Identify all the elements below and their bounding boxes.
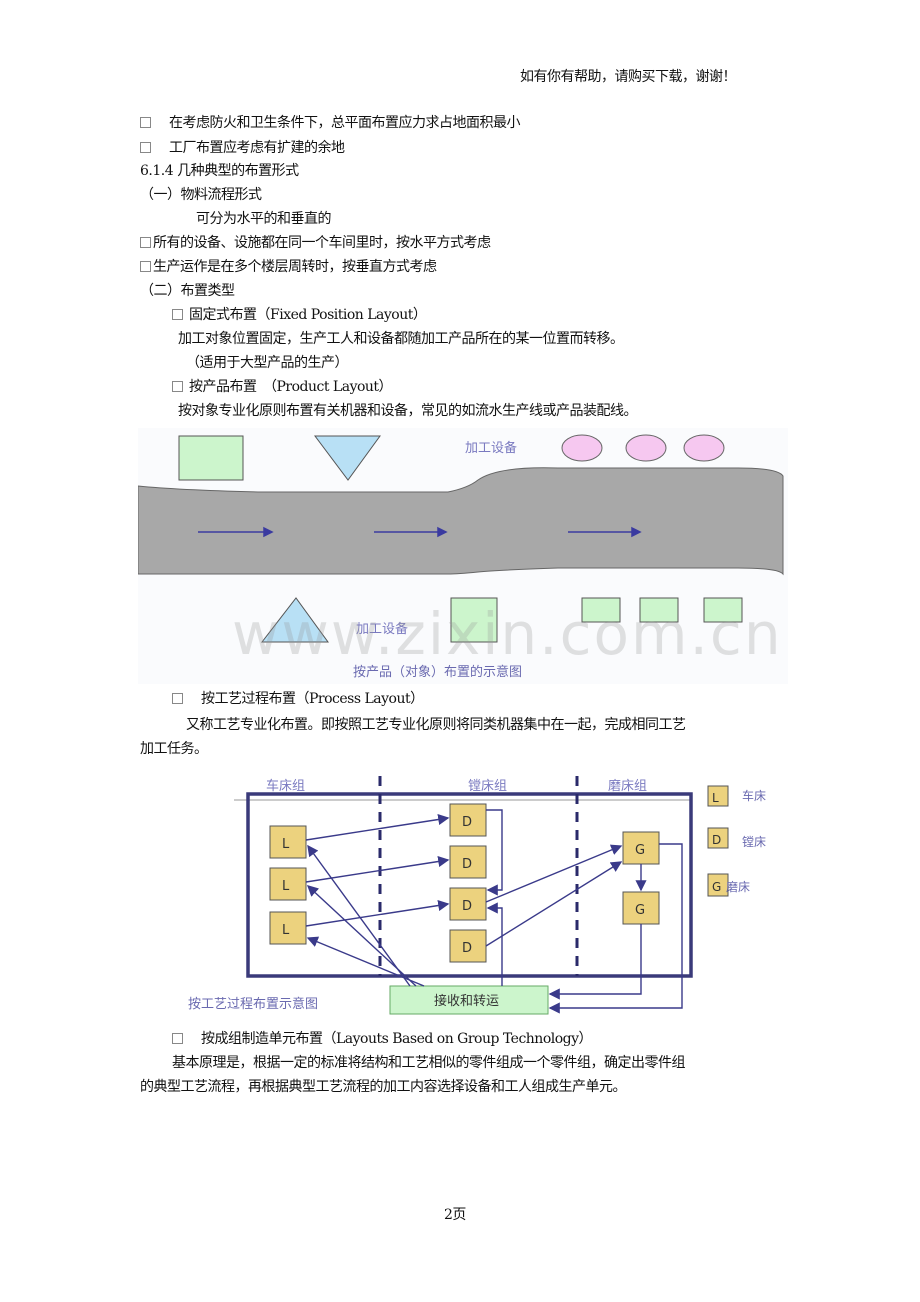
paragraph-line: 加工对象位置固定，生产工人和设备都随加工产品所在的某一位置而转移。 <box>178 331 624 347</box>
bullet-line-1: 在考虑防火和卫生条件下，总平面布置应力求占地面积最小 <box>140 114 521 132</box>
line-text: 工厂布置应考虑有扩建的余地 <box>169 140 345 156</box>
watermark: www.zixin.com.cn <box>232 600 783 668</box>
process-layout-diagram: 车床组 镗床组 磨床组 L L L D D D D G G 接收和转运 L 车床 <box>188 776 766 1015</box>
boring-machine: D <box>449 845 487 879</box>
svg-text:D: D <box>462 941 472 956</box>
legend-grinding: G 磨床 <box>707 873 750 897</box>
workshop-frame <box>246 792 693 978</box>
paragraph-line: 的典型工艺流程，再根据典型工艺流程的加工内容选择设备和工人组成生产单元。 <box>140 1079 627 1095</box>
line-text: 所有的设备、设施都在同一个车间里时，按水平方式考虑 <box>153 235 491 251</box>
grinding-machine: G <box>622 891 660 925</box>
flow-arrows <box>305 809 683 1014</box>
bullet-icon <box>172 693 183 704</box>
boring-machine: D <box>449 803 487 837</box>
line-text: 按工艺过程布置（Process Layout） <box>201 691 424 707</box>
svg-text:L: L <box>282 923 290 938</box>
paragraph-line: 基本原理是，根据一定的标准将结构和工艺相似的零件组成一个零件组，确定出零件组 <box>172 1055 686 1071</box>
flow-arrow <box>198 526 274 538</box>
svg-text:L: L <box>712 791 719 805</box>
paragraph-line: 又称工艺专业化布置。即按照工艺专业化原则将同类机器集中在一起，完成相同工艺 <box>186 717 686 733</box>
svg-text:接收和转运: 接收和转运 <box>434 993 499 1009</box>
line-text: 固定式布置（Fixed Position Layout） <box>189 307 427 323</box>
line-text: 按成组制造单元布置（Layouts Based on Group Technol… <box>201 1031 593 1047</box>
boring-machine: D <box>449 929 487 963</box>
machine-oval <box>561 434 603 462</box>
bullet-line-6: 按产品布置 （Product Layout） <box>172 378 393 396</box>
svg-text:L: L <box>282 837 290 852</box>
product-layout-diagram: 加工设备 加工设备 按产品（对象）布置的示意图 <box>138 428 788 684</box>
machine-triangle-up <box>260 597 329 643</box>
machine-triangle-down <box>314 435 381 481</box>
svg-text:D: D <box>462 857 472 872</box>
top-machine-label: 加工设备 <box>465 440 517 456</box>
machine-small-rect <box>581 597 621 623</box>
flow-arrow <box>374 526 448 538</box>
group-label-boring: 镗床组 <box>468 779 507 794</box>
paragraph-line: 加工任务。 <box>140 741 208 757</box>
lathe-machine: L <box>269 825 307 859</box>
receiving-area: 接收和转运 <box>389 985 549 1015</box>
group-label-grinding: 磨床组 <box>608 779 647 794</box>
bullet-icon <box>140 261 151 272</box>
diagram-caption: 按产品（对象）布置的示意图 <box>353 664 522 680</box>
legend-lathe: L 车床 <box>707 785 766 807</box>
section-heading: 6.1.4 几种典型的布置形式 <box>140 163 299 179</box>
svg-text:车床: 车床 <box>742 788 766 803</box>
flow-arrow <box>568 526 642 538</box>
page-number: 2页 <box>444 1207 466 1223</box>
subsection-heading: （二）布置类型 <box>140 283 235 299</box>
svg-text:D: D <box>462 899 472 914</box>
machine-small-rect <box>639 597 679 623</box>
paragraph-line: 按对象专业化原则布置有关机器和设备，常见的如流水生产线或产品装配线。 <box>178 403 638 419</box>
header-note: 如有你有帮助，请购买下载，谢谢！ <box>520 69 737 85</box>
svg-text:L: L <box>282 879 290 894</box>
group-label-lathe: 车床组 <box>266 778 305 794</box>
subsection-heading: （一）物料流程形式 <box>140 187 262 203</box>
svg-text:G: G <box>635 903 645 918</box>
bullet-line-7: 按工艺过程布置（Process Layout） <box>172 690 424 708</box>
svg-text:G: G <box>712 880 721 894</box>
machine-square <box>450 597 498 643</box>
flow-road <box>138 467 784 576</box>
machine-oval <box>683 434 725 462</box>
machine-square <box>178 435 244 481</box>
line-text: 在考虑防火和卫生条件下，总平面布置应力求占地面积最小 <box>169 115 521 131</box>
machine-oval <box>625 434 667 462</box>
bullet-line-4: 生产运作是在多个楼层周转时，按垂直方式考虑 <box>140 258 437 276</box>
bottom-machine-label: 加工设备 <box>356 621 408 637</box>
boring-machine: D <box>449 887 487 921</box>
line-text: 生产运作是在多个楼层周转时，按垂直方式考虑 <box>153 259 437 275</box>
svg-text:镗床: 镗床 <box>742 835 766 849</box>
machine-small-rect <box>703 597 743 623</box>
paragraph-line: 可分为水平的和垂直的 <box>196 211 332 227</box>
grinding-machine: G <box>622 831 660 865</box>
svg-text:G: G <box>635 843 645 858</box>
bullet-icon <box>172 381 183 392</box>
bullet-icon <box>172 1033 183 1044</box>
bullet-line-2: 工厂布置应考虑有扩建的余地 <box>140 139 345 157</box>
svg-text:D: D <box>712 833 721 847</box>
bullet-line-8: 按成组制造单元布置（Layouts Based on Group Technol… <box>172 1030 593 1048</box>
bullet-icon <box>172 309 183 320</box>
bullet-line-3: 所有的设备、设施都在同一个车间里时，按水平方式考虑 <box>140 234 491 252</box>
lathe-machine: L <box>269 867 307 901</box>
legend-boring: D 镗床 <box>707 827 766 849</box>
diagram-caption: 按工艺过程布置示意图 <box>188 996 318 1012</box>
bullet-icon <box>140 237 151 248</box>
bullet-icon <box>140 117 151 128</box>
line-text: 按产品布置 （Product Layout） <box>189 379 393 395</box>
svg-text:D: D <box>462 815 472 830</box>
lathe-machine: L <box>269 911 307 945</box>
bullet-icon <box>140 142 151 153</box>
bullet-line-5: 固定式布置（Fixed Position Layout） <box>172 306 427 324</box>
svg-text:磨床: 磨床 <box>726 880 750 894</box>
paragraph-line: （适用于大型产品的生产） <box>186 355 349 371</box>
